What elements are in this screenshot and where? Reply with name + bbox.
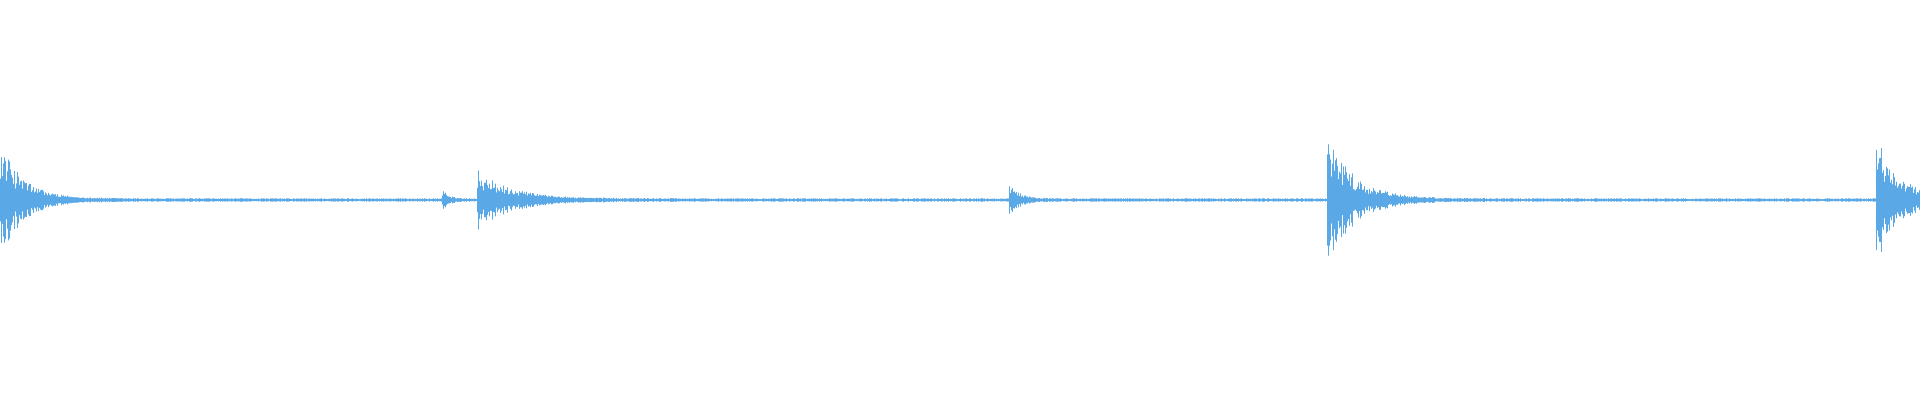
waveform-path <box>0 144 1920 256</box>
